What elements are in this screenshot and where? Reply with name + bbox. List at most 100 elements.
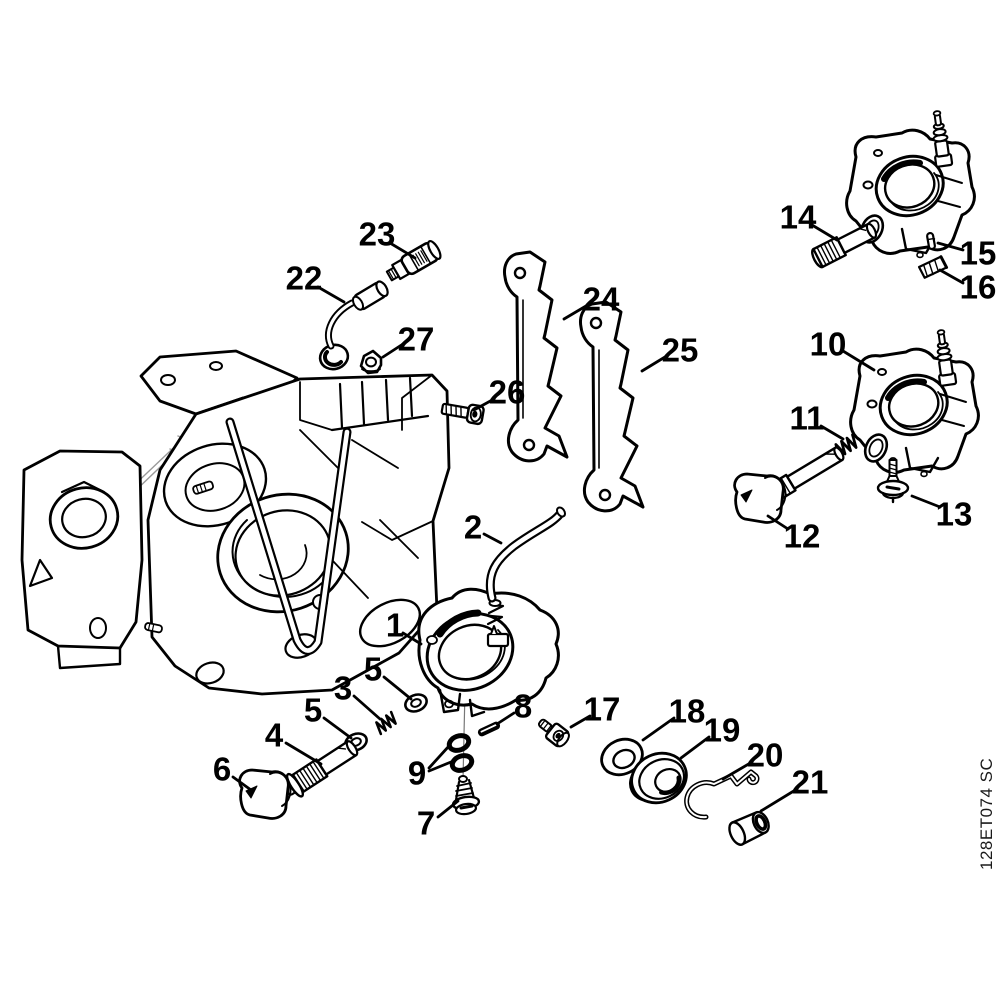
part-number-label: 15 bbox=[960, 235, 997, 272]
callout-22: 22 bbox=[286, 260, 346, 304]
leader-line bbox=[569, 714, 592, 729]
callout-5: 5 bbox=[304, 692, 353, 740]
callout-19: 19 bbox=[679, 712, 741, 760]
leader-line bbox=[352, 694, 382, 721]
case-screw bbox=[144, 622, 163, 634]
callout-1: 1 bbox=[386, 607, 423, 646]
callout-9: 9 bbox=[408, 744, 453, 792]
callout-16: 16 bbox=[938, 268, 997, 306]
part-number-label: 4 bbox=[265, 717, 284, 754]
leader-line bbox=[427, 760, 453, 773]
part-screw-13 bbox=[876, 457, 910, 504]
leader-line bbox=[721, 760, 754, 781]
part-number-label: 24 bbox=[583, 281, 620, 318]
callout-2: 2 bbox=[464, 509, 503, 546]
part-o-rings-9 bbox=[446, 733, 475, 773]
leader-line bbox=[427, 744, 451, 770]
part-number-label: 25 bbox=[662, 332, 699, 369]
leader-line bbox=[482, 532, 503, 545]
callout-11: 11 bbox=[790, 400, 845, 441]
part-number-label: 5 bbox=[304, 692, 322, 729]
leader-line bbox=[381, 342, 405, 359]
diagram-code: 128ET074 SC bbox=[977, 758, 996, 870]
part-number-label: 19 bbox=[704, 712, 741, 749]
part-nut-27 bbox=[359, 349, 383, 375]
part-number-label: 22 bbox=[286, 260, 323, 297]
part-number-label: 10 bbox=[810, 326, 847, 363]
part-cap-6 bbox=[238, 768, 292, 820]
leader-line bbox=[231, 775, 253, 792]
part-number-label: 14 bbox=[780, 199, 817, 236]
leader-line bbox=[322, 716, 353, 740]
callout-5: 5 bbox=[364, 651, 413, 701]
part-spring-clip-20 bbox=[684, 769, 760, 820]
leader-line bbox=[388, 241, 417, 260]
callout-3: 3 bbox=[334, 670, 382, 721]
part-bumper-spike-25 bbox=[578, 300, 645, 513]
leader-line bbox=[759, 787, 799, 813]
part-cap-12 bbox=[733, 472, 787, 524]
callout-23: 23 bbox=[359, 216, 417, 260]
part-number-label: 8 bbox=[514, 688, 532, 725]
callout-14: 14 bbox=[780, 199, 839, 242]
part-number-label: 16 bbox=[960, 269, 997, 306]
leader-line bbox=[841, 349, 876, 372]
part-number-label: 1 bbox=[386, 607, 404, 644]
leader-line bbox=[766, 514, 790, 531]
part-bumper-spike-24 bbox=[502, 250, 569, 463]
part-number-label: 20 bbox=[747, 737, 784, 774]
part-number-label: 18 bbox=[669, 693, 706, 730]
leader-line bbox=[401, 631, 423, 646]
part-oil-suction-hose-22 bbox=[318, 280, 389, 371]
part-number-label: 26 bbox=[489, 374, 526, 411]
part-number-label: 11 bbox=[790, 400, 825, 437]
leader-line bbox=[910, 494, 942, 509]
callout-17: 17 bbox=[569, 691, 621, 729]
part-clip-16 bbox=[917, 255, 949, 279]
leader-line bbox=[938, 268, 965, 285]
callout-13: 13 bbox=[910, 494, 972, 533]
part-bushing-21 bbox=[728, 810, 770, 846]
leader-line bbox=[316, 285, 346, 304]
callout-18: 18 bbox=[641, 693, 706, 742]
part-oil-pump-10-body bbox=[851, 329, 979, 476]
part-number-label: 17 bbox=[584, 691, 621, 728]
leader-line bbox=[936, 241, 965, 252]
leader-line bbox=[284, 741, 323, 766]
callout-26: 26 bbox=[472, 374, 526, 412]
part-number-label: 7 bbox=[417, 805, 435, 842]
part-washer-18 bbox=[600, 737, 644, 777]
part-worm-gear-14 bbox=[808, 219, 881, 270]
part-connector-23 bbox=[385, 240, 442, 282]
callout-7: 7 bbox=[417, 799, 460, 842]
callout-4: 4 bbox=[265, 717, 323, 766]
part-number-label: 6 bbox=[213, 751, 231, 788]
leader-line bbox=[810, 223, 839, 242]
part-pin-15 bbox=[926, 231, 936, 251]
callout-25: 25 bbox=[640, 332, 699, 373]
callout-6: 6 bbox=[213, 751, 253, 792]
callout-10: 10 bbox=[810, 326, 876, 372]
part-crankcase bbox=[20, 349, 451, 696]
leader-line bbox=[382, 675, 413, 701]
callout-8: 8 bbox=[495, 688, 532, 726]
part-oil-hose-2 bbox=[485, 506, 566, 603]
part-plug-19 bbox=[629, 751, 688, 805]
part-number-label: 27 bbox=[398, 321, 435, 358]
part-number-label: 12 bbox=[784, 518, 821, 555]
leader-line bbox=[640, 355, 667, 373]
case-screw bbox=[192, 480, 214, 495]
leader-line bbox=[819, 424, 845, 441]
leader-line bbox=[472, 397, 496, 412]
part-barb-fitting bbox=[486, 599, 505, 635]
part-number-label: 3 bbox=[334, 670, 352, 707]
callout-24: 24 bbox=[562, 281, 620, 321]
callout-15: 15 bbox=[936, 235, 997, 272]
part-number-label: 2 bbox=[464, 509, 482, 546]
callout-20: 20 bbox=[721, 737, 784, 781]
part-screw-17 bbox=[537, 718, 570, 748]
part-valve-7 bbox=[451, 775, 481, 816]
